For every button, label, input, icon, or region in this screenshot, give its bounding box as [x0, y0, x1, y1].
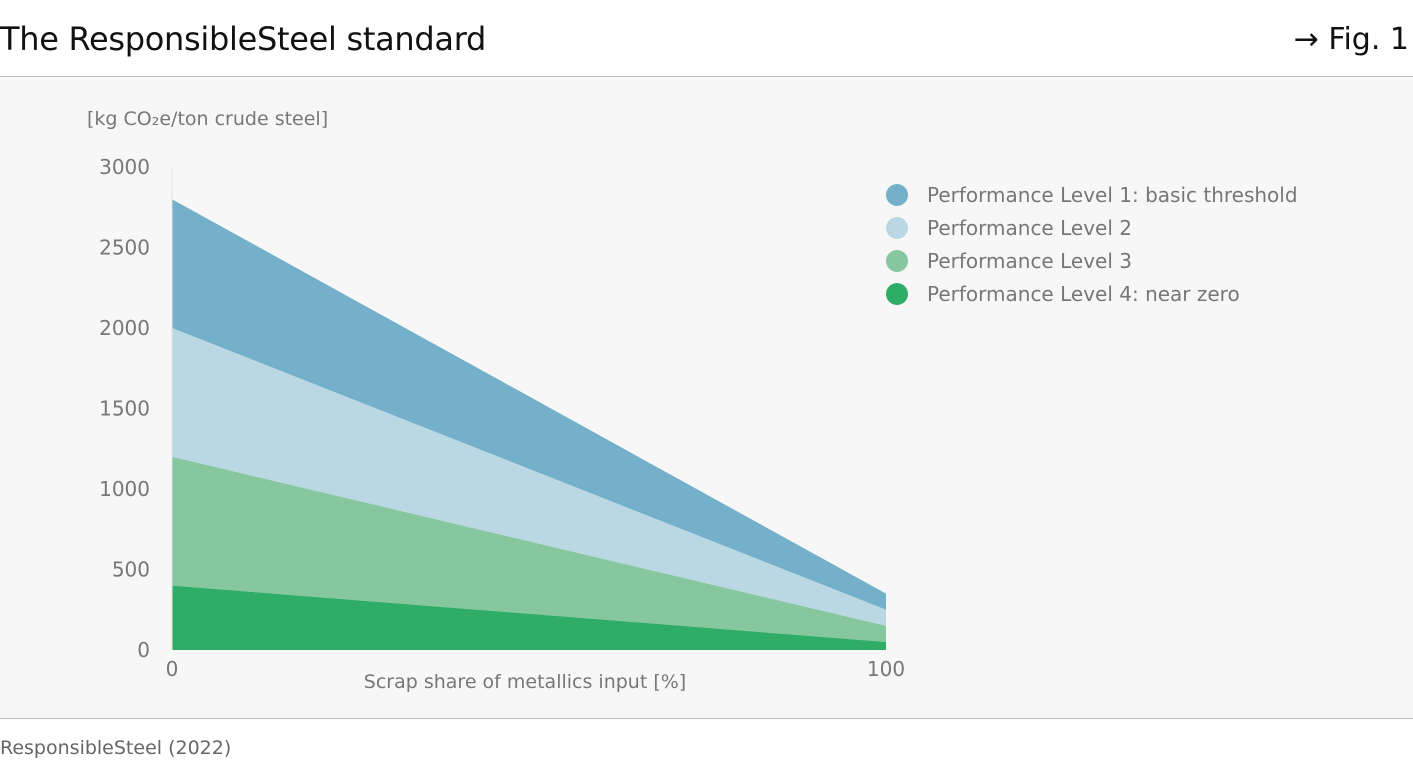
legend-label-4: Performance Level 4: near zero [927, 282, 1240, 306]
legend-swatch-3 [886, 250, 908, 272]
y-tick-label: 1500 [99, 397, 150, 421]
x-tick-label: 0 [166, 657, 179, 681]
area-series-1 [172, 199, 886, 610]
legend-label-1: Performance Level 1: basic threshold [927, 183, 1298, 207]
legend: Performance Level 1: basic thresholdPerf… [886, 183, 1298, 306]
y-tick-label: 3000 [99, 155, 150, 179]
x-axis-label: Scrap share of metallics input [%] [364, 671, 686, 693]
legend-swatch-1 [886, 184, 908, 206]
legend-swatch-4 [886, 283, 908, 305]
y-tick-label: 500 [112, 558, 150, 582]
header: The ResponsibleSteel standard → Fig. 1 [0, 0, 1413, 77]
legend-label-2: Performance Level 2 [927, 216, 1132, 240]
page-title: The ResponsibleSteel standard [0, 20, 487, 58]
y-tick-labels: 0 500 1000 1500 2000 2500 3000 [99, 155, 150, 662]
y-tick-label: 0 [137, 638, 150, 662]
source-note: ResponsibleSteel (2022) [0, 737, 232, 759]
y-unit-label: [kg CO₂e/ton crude steel] [87, 108, 328, 130]
legend-swatch-2 [886, 217, 908, 239]
area-series-2 [172, 328, 886, 626]
area-chart: [kg CO₂e/ton crude steel] 05001000150020… [87, 108, 1298, 693]
x-tick-labels: 0 100 [166, 657, 905, 681]
area-series-3 [172, 456, 886, 642]
area-series-4 [172, 585, 886, 650]
y-tick-label: 2500 [99, 236, 150, 260]
y-tick-label: 2000 [99, 316, 150, 340]
legend-label-3: Performance Level 3 [927, 249, 1132, 273]
footer-divider [0, 718, 1413, 719]
x-tick-label: 100 [867, 657, 905, 681]
y-tick-label: 1000 [99, 477, 150, 501]
chart-areas [172, 199, 886, 650]
figure-label: → Fig. 1 [1293, 22, 1409, 57]
